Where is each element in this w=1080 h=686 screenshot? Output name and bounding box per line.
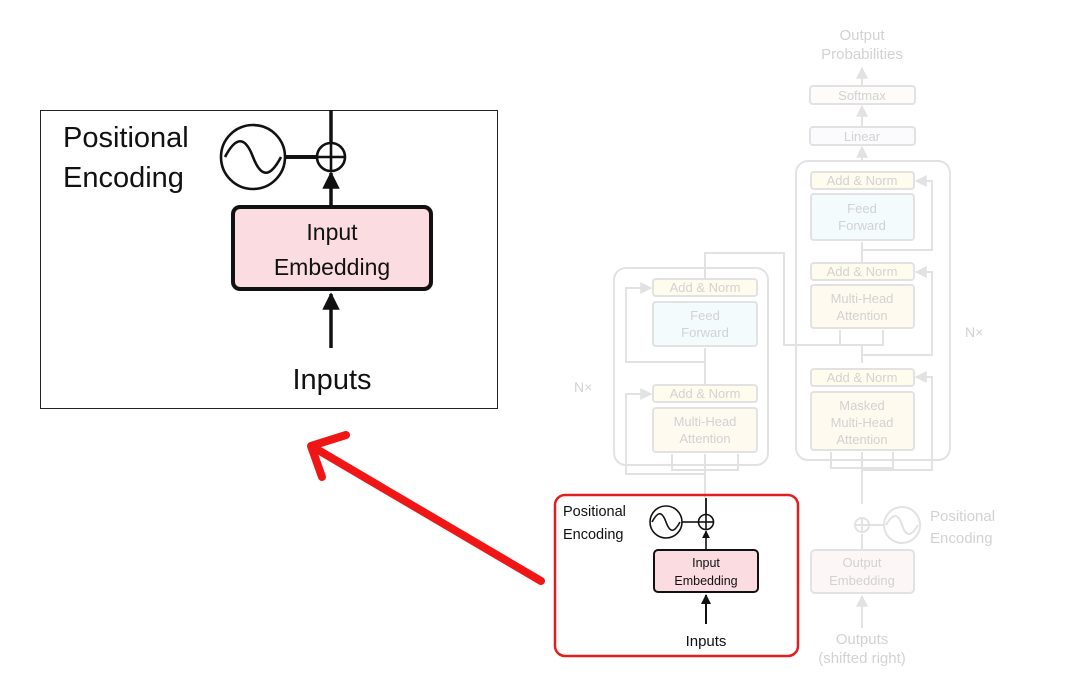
decoder-addnorm-2-label: Add & Norm [827, 264, 898, 279]
decoder-cross-attention [810, 284, 915, 329]
decoder-masked-attention [810, 391, 915, 451]
decoder-mha-label-2: Attention [836, 308, 887, 323]
linear-label: Linear [844, 129, 881, 144]
encoder-mha-label-1: Multi-Head [674, 414, 737, 429]
decoder-sine-wave-icon [883, 506, 921, 544]
encoder-nx-label: N× [574, 379, 592, 395]
encoder-ff-label-2: Forward [681, 325, 729, 340]
encoder-block [613, 267, 769, 466]
output-probabilities-label: Output [839, 27, 885, 44]
decoder-ff-label-2: Forward [838, 218, 886, 233]
linear-box [809, 126, 916, 146]
red-pointer-arrow [307, 431, 545, 585]
small-input-embedding-box [653, 549, 759, 593]
small-embedding-label-2: Embedding [674, 574, 737, 588]
decoder-addnorm-1 [810, 368, 915, 387]
encoder-ff-label-1: Feed [690, 308, 720, 323]
output-probabilities-label-2: Probabilities [821, 46, 903, 63]
decoder-positional-label-2: Encoding [930, 530, 993, 547]
outputs-label-1: Outputs [836, 631, 889, 648]
encoder-mha-label-2: Attention [679, 431, 730, 446]
encoder-feed-forward [652, 301, 758, 347]
highlight-box [553, 493, 800, 658]
small-positional-label-1: Positional [563, 504, 626, 520]
masked-label-2: Multi-Head [831, 415, 894, 430]
decoder-feed-forward [810, 193, 915, 241]
decoder-nx-label: N× [965, 324, 983, 340]
output-embedding-box [810, 549, 915, 594]
decoder-ff-label-1: Feed [847, 201, 877, 216]
decoder-mha-label-1: Multi-Head [831, 291, 894, 306]
output-embedding-label-1: Output [842, 555, 881, 570]
decoder-addnorm-1-label: Add & Norm [827, 370, 898, 385]
small-embedding-label-1: Input [692, 556, 720, 570]
zoom-positional-label-2: Encoding [63, 162, 184, 194]
encoder-self-attention [652, 407, 758, 453]
zoom-embedding-label-1: Input [306, 219, 358, 245]
decoder-addnorm-3-label: Add & Norm [827, 173, 898, 188]
small-positional-label-2: Encoding [563, 527, 623, 543]
zoomed-inset: Positional Encoding Input Embedding Inpu… [40, 110, 498, 409]
masked-label-1: Masked [839, 398, 885, 413]
encoder-addnorm-1 [652, 384, 758, 403]
faded-transformer: Output Probabilities Softmax Linear Add … [574, 27, 995, 667]
decoder-block [795, 160, 951, 461]
encoder-addnorm-1-label: Add & Norm [670, 386, 741, 401]
masked-label-3: Attention [836, 432, 887, 447]
output-embedding-label-2: Embedding [829, 573, 895, 588]
small-inputs-label: Inputs [686, 633, 727, 650]
highlighted-input-region: Positional Encoding Input Embedding Inpu… [553, 493, 800, 658]
encoder-addnorm-2-label: Add & Norm [670, 280, 741, 295]
zoom-inputs-label: Inputs [293, 364, 372, 396]
softmax-box [809, 85, 916, 105]
softmax-label: Softmax [838, 88, 886, 103]
decoder-positional-label-1: Positional [930, 508, 995, 525]
decoder-addnorm-3 [810, 171, 915, 190]
zoom-positional-label-1: Positional [63, 122, 189, 154]
decoder-addnorm-2 [810, 262, 915, 281]
outputs-label-2: (shifted right) [818, 650, 906, 667]
zoom-input-embedding-box [231, 205, 433, 291]
zoom-embedding-label-2: Embedding [274, 254, 390, 280]
